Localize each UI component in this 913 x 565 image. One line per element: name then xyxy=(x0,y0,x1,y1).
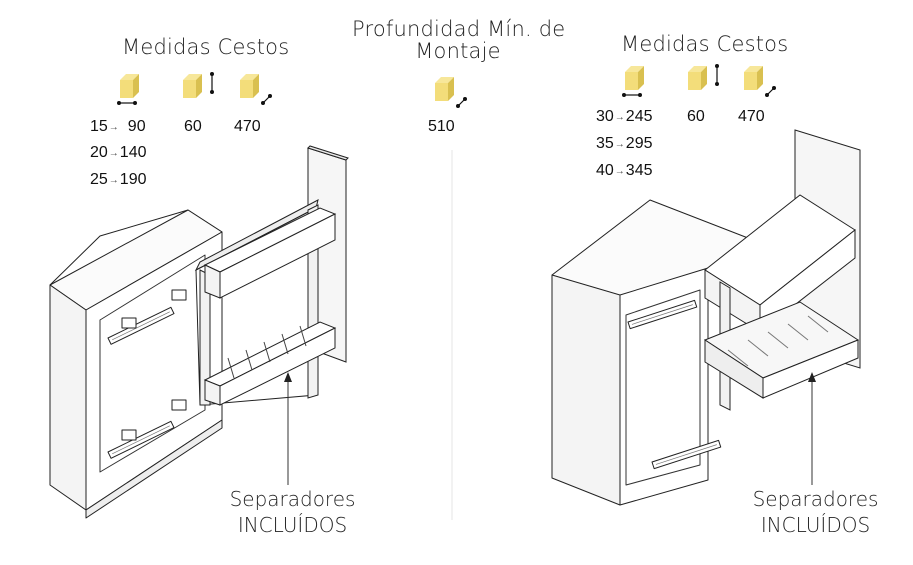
center-title-line2: Montaje xyxy=(415,39,501,63)
left-pointer-arrowhead xyxy=(284,372,292,382)
min-depth-cube-icon xyxy=(432,75,468,114)
arrow-icon: → xyxy=(108,122,119,133)
height-cube-icon xyxy=(180,72,220,105)
right-height-value: 60 xyxy=(687,108,705,125)
right-caption-line1: Separadores xyxy=(752,487,879,511)
center-title: Profundidad Mín. de Montaje xyxy=(352,17,566,63)
width-cube-icon xyxy=(117,72,141,111)
right-caption-line2: INCLUÍDOS xyxy=(760,513,871,537)
arrow-icon: → xyxy=(614,166,625,177)
right-width-row: 35→295 xyxy=(596,135,653,152)
left-width-row: 20→140 xyxy=(90,144,147,161)
left-caption: Separadores INCLUÍDOS xyxy=(220,486,365,538)
min-depth-value: 510 xyxy=(428,118,455,135)
left-caption-line2: INCLUÍDOS xyxy=(237,513,348,537)
arrow-icon: → xyxy=(614,139,625,150)
left-height-value: 60 xyxy=(184,118,202,135)
right-pointer-arrowhead xyxy=(808,372,816,382)
center-title-line1: Profundidad Mín. de xyxy=(352,17,566,41)
arrow-icon: → xyxy=(108,175,119,186)
right-width-row: 40→345 xyxy=(596,162,653,179)
width-cube-icon xyxy=(622,64,646,103)
depth-cube-icon xyxy=(237,72,273,111)
right-caption: Separadores INCLUÍDOS xyxy=(743,486,888,538)
left-basket-frame xyxy=(194,199,337,406)
arrow-icon: → xyxy=(614,112,625,123)
left-width-row: 15→90 xyxy=(90,118,146,135)
depth-cube-icon xyxy=(741,64,777,103)
right-cabinet xyxy=(551,199,749,506)
right-width-row: 30→245 xyxy=(596,108,653,125)
left-cabinet xyxy=(49,209,223,519)
right-basket-frame xyxy=(703,194,860,411)
left-caption-line1: Separadores xyxy=(229,487,356,511)
height-cube-icon xyxy=(685,64,725,97)
left-depth-value: 470 xyxy=(234,118,261,135)
right-title: Medidas Cestos xyxy=(621,32,789,56)
left-width-row: 25→190 xyxy=(90,171,147,188)
arrow-icon: → xyxy=(108,148,119,159)
left-title: Medidas Cestos xyxy=(122,35,290,59)
right-depth-value: 470 xyxy=(738,108,765,125)
